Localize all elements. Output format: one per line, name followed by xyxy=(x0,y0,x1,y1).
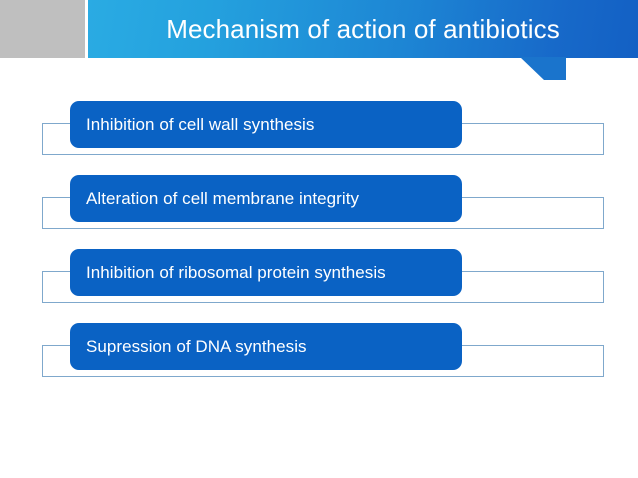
mechanism-chip[interactable]: Inhibition of ribosomal protein synthesi… xyxy=(70,249,462,296)
mechanism-chip[interactable]: Supression of DNA synthesis xyxy=(70,323,462,370)
mechanism-chip[interactable]: Alteration of cell membrane integrity xyxy=(70,175,462,222)
mechanism-row: Supression of DNA synthesis xyxy=(0,323,638,378)
mechanism-chip-label: Inhibition of ribosomal protein synthesi… xyxy=(86,262,386,282)
page-title: Mechanism of action of antibiotics xyxy=(166,13,560,44)
mechanism-row: Inhibition of ribosomal protein synthesi… xyxy=(0,249,638,304)
header-gray-block xyxy=(0,0,85,58)
mechanism-chip-label: Supression of DNA synthesis xyxy=(86,336,307,356)
mechanism-chip-label: Inhibition of cell wall synthesis xyxy=(86,114,315,134)
mechanism-chip-label: Alteration of cell membrane integrity xyxy=(86,188,360,208)
mechanism-row: Alteration of cell membrane integrity xyxy=(0,175,638,230)
header-banner: Mechanism of action of antibiotics xyxy=(88,0,638,58)
mechanism-chip[interactable]: Inhibition of cell wall synthesis xyxy=(70,101,462,148)
mechanism-row: Inhibition of cell wall synthesis xyxy=(0,101,638,156)
banner-tail-icon xyxy=(520,57,566,80)
